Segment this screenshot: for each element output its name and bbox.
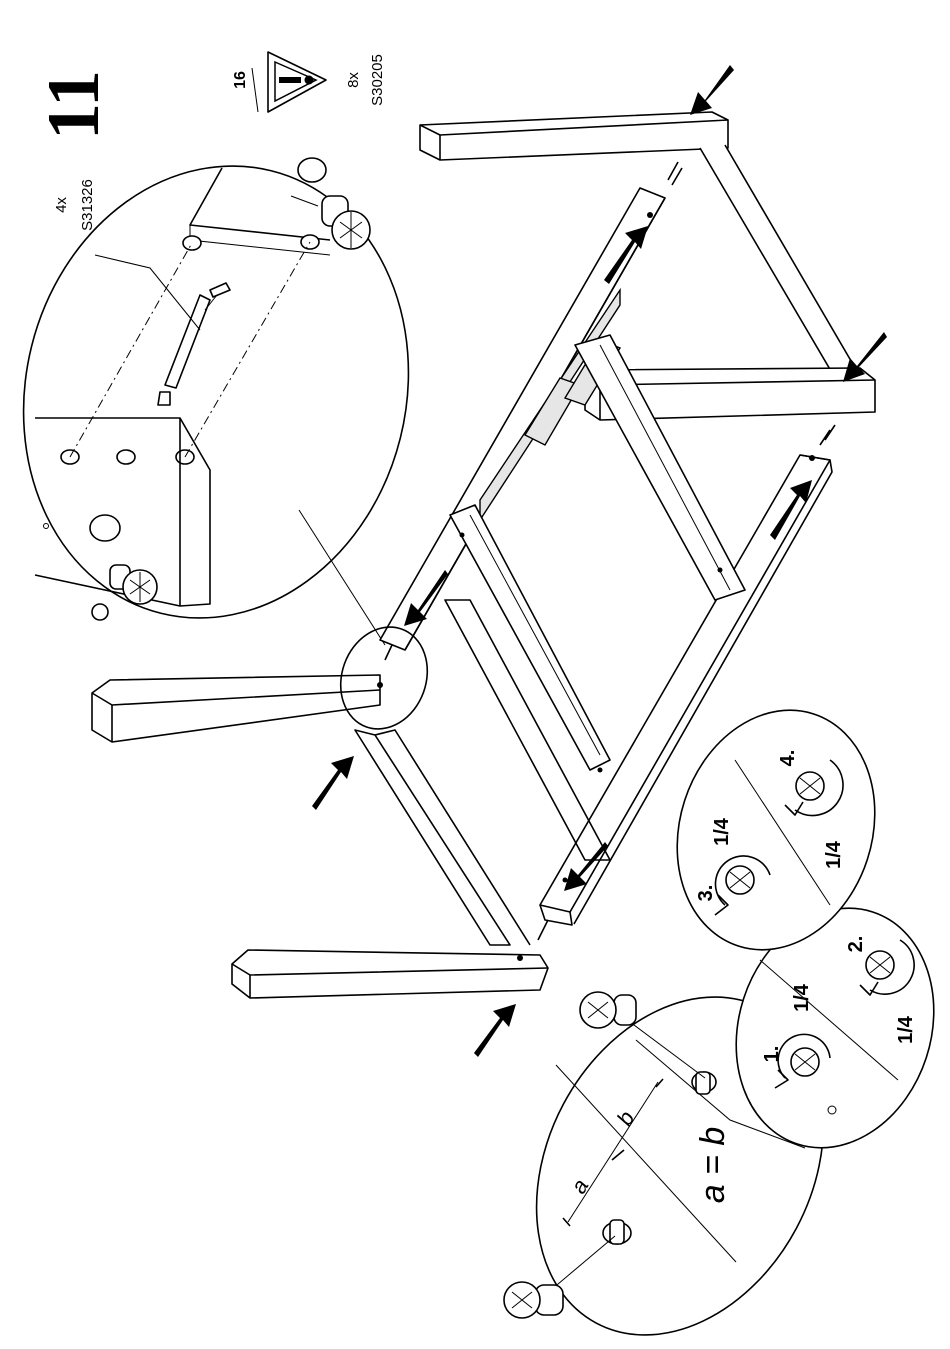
rotation-step-4-order: 4. (777, 750, 799, 767)
part-qty-cam-lock: 8x (345, 72, 362, 88)
step-number: 11 (33, 70, 115, 140)
dimension-equation: a = b (694, 1127, 732, 1204)
rotation-step-1-order: 1. (761, 1046, 783, 1063)
rotation-step-1-amount: 1/4 (791, 983, 813, 1012)
rotation-step-3-amount: 1/4 (711, 817, 733, 846)
warning-icon (268, 52, 326, 112)
rotation-step-3-order: 3. (695, 885, 717, 902)
rotation-step-2-order: 2. (845, 936, 867, 953)
rotation-step-2-amount: 1/4 (895, 1015, 917, 1044)
part-code-cam-lock: S30205 (369, 54, 386, 106)
part-code-cam-bolt: S31326 (79, 179, 96, 231)
part-qty-cam-bolt: 4x (53, 197, 70, 213)
detail-callout-small (327, 615, 442, 741)
rotation-step-4-amount: 1/4 (823, 840, 845, 869)
warning-label: 16 (232, 71, 249, 89)
